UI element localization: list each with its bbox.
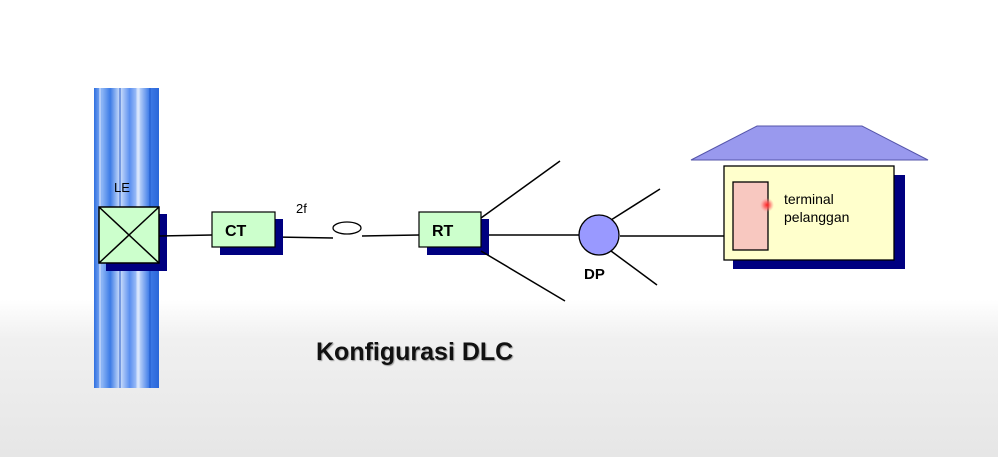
le-label: LE [114, 180, 130, 195]
terminal-label-line1: terminal [784, 191, 834, 207]
rt-box [418, 211, 489, 255]
dp-branch-lines [610, 188, 661, 286]
fiber-label: 2f [296, 201, 307, 216]
terminal-label-line2: pelanggan [784, 209, 849, 225]
rt-label: RT [432, 223, 454, 240]
dp-label: DP [584, 266, 605, 283]
pointer-highlight [760, 198, 774, 212]
diagram-title: Konfigurasi DLC [316, 338, 514, 366]
le-switch-box [98, 206, 167, 271]
connection-lines [158, 234, 724, 239]
dp-node [578, 214, 620, 256]
rt-branch-lines [480, 160, 566, 302]
terminal-box [732, 181, 769, 251]
ct-box [211, 211, 283, 255]
ct-label: CT [225, 223, 247, 240]
fiber-loop [332, 221, 362, 235]
